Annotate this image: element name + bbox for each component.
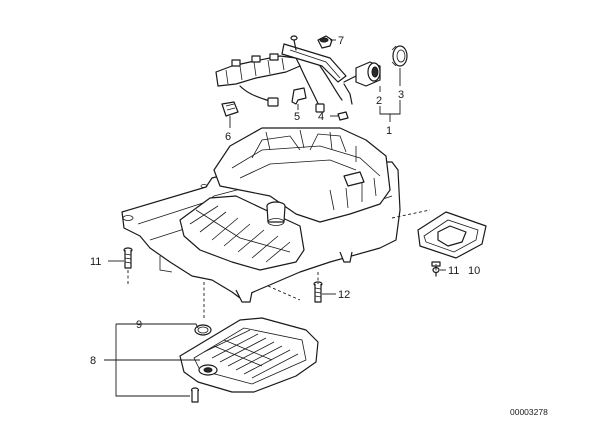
part-7-cap xyxy=(317,35,333,49)
label-part-7: 7 xyxy=(338,35,344,47)
label-part-1: 1 xyxy=(386,125,392,137)
part-3-o-ring xyxy=(391,45,408,67)
part-10-filter-plate xyxy=(417,211,487,259)
part-4-clip xyxy=(337,111,349,121)
label-part-5: 5 xyxy=(294,111,300,123)
reference-lines xyxy=(127,209,437,320)
part-8-filter-screen xyxy=(179,317,319,403)
label-part-8: 8 xyxy=(90,355,96,367)
label-part-11-left: 11 xyxy=(90,256,101,268)
part-labels: 1 2 3 4 5 6 7 8 9 10 11 11 12 xyxy=(90,35,480,367)
part-12-bolt xyxy=(313,281,323,303)
label-part-3: 3 xyxy=(398,89,404,101)
label-part-11-right: 11 xyxy=(448,265,459,277)
label-part-9: 9 xyxy=(136,319,142,331)
part-6-connector xyxy=(221,101,239,117)
part-5-clip xyxy=(291,87,307,105)
label-part-6: 6 xyxy=(225,131,231,143)
catalog-number: 00003278 xyxy=(510,407,548,417)
part-2-plug xyxy=(343,61,381,87)
part-11-bolt-left xyxy=(123,247,133,269)
label-part-2: 2 xyxy=(376,95,382,107)
valve-body-assembly xyxy=(121,127,401,303)
label-part-4: 4 xyxy=(318,111,324,123)
leader-lines xyxy=(104,39,446,397)
wiring-harness xyxy=(215,35,353,113)
label-part-10: 10 xyxy=(468,265,480,277)
label-part-12: 12 xyxy=(338,289,350,301)
part-9-seal-ring xyxy=(194,324,212,336)
